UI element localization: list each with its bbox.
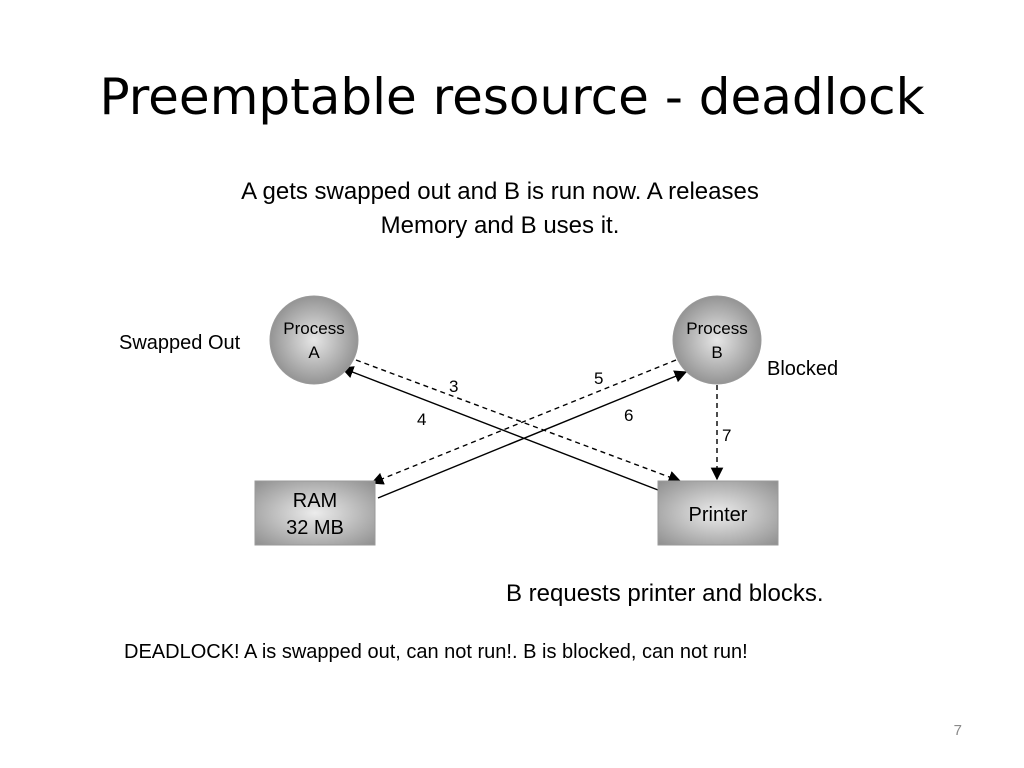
printer-node: Printer xyxy=(657,480,779,546)
edge-5-b-to-ram xyxy=(370,359,677,485)
process-a-node: Process A xyxy=(269,295,359,385)
edge-label-4: 4 xyxy=(417,410,426,429)
edge-label-3: 3 xyxy=(449,377,458,396)
process-b-line1: Process xyxy=(686,319,747,338)
slide-title: Preemptable resource - deadlock xyxy=(99,68,925,126)
page-number: 7 xyxy=(953,722,962,739)
edge-label-6: 6 xyxy=(624,406,633,425)
process-a-line1: Process xyxy=(283,319,344,338)
edge-label-5: 5 xyxy=(594,369,603,388)
process-b-line2: B xyxy=(711,343,722,362)
process-b-status: Blocked xyxy=(767,358,838,380)
ram-line2: 32 MB xyxy=(286,517,344,539)
process-a-status: Swapped Out xyxy=(119,332,241,354)
subtitle-line-1: A gets swapped out and B is run now. A r… xyxy=(241,178,759,205)
ram-line1: RAM xyxy=(293,490,337,512)
process-a-line2: A xyxy=(308,343,320,362)
process-b-node: Process B xyxy=(672,295,762,385)
ram-node: RAM 32 MB xyxy=(254,480,376,546)
printer-block-note: B requests printer and blocks. xyxy=(506,580,824,607)
edge-label-7: 7 xyxy=(722,426,731,445)
deadlock-statement: DEADLOCK! A is swapped out, can not run!… xyxy=(124,641,748,663)
edge-3-a-to-printer xyxy=(355,359,682,483)
edge-6-ram-to-b xyxy=(377,370,688,499)
printer-label: Printer xyxy=(689,504,748,526)
edge-4-printer-to-a xyxy=(340,366,659,491)
slide-subtitle: A gets swapped out and B is run now. A r… xyxy=(150,175,850,243)
subtitle-line-2: Memory and B uses it. xyxy=(380,212,620,239)
